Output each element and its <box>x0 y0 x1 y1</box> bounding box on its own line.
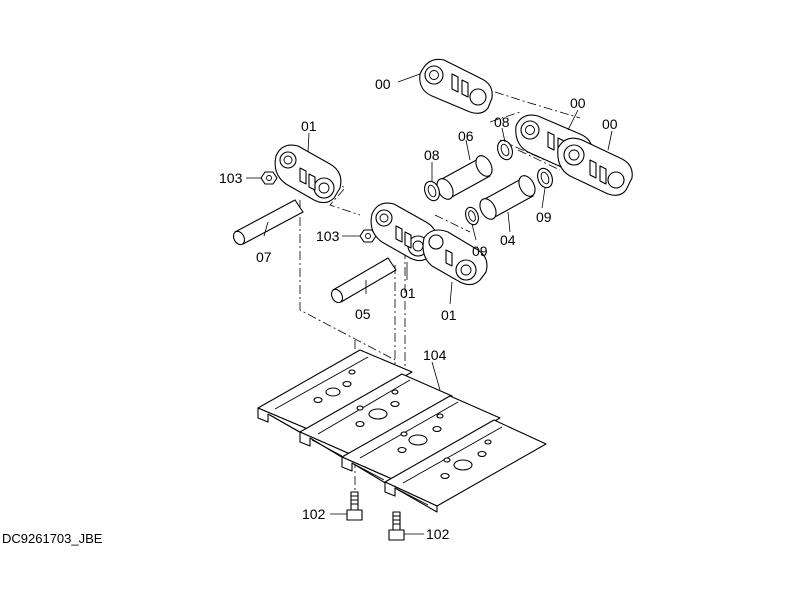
track-shoes-104 <box>257 349 547 513</box>
track-link-00-right-b <box>557 137 633 196</box>
label-seal-08-left: 08 <box>424 147 440 163</box>
label-link-01-left: 01 <box>301 118 317 134</box>
label-pin-05: 05 <box>355 306 371 322</box>
label-bushing-04: 04 <box>500 232 516 248</box>
label-bolt-102-right: 102 <box>426 526 450 542</box>
bushing-04 <box>479 175 536 220</box>
label-nut-103-mid: 103 <box>316 228 340 244</box>
label-seal-09-right: 09 <box>536 209 552 225</box>
seal-09-left <box>465 206 479 226</box>
label-link-00-right-a: 00 <box>570 95 586 111</box>
track-link-01-left <box>274 144 342 204</box>
track-link-01-mid-b <box>422 229 488 286</box>
label-bolt-102-left: 102 <box>302 506 326 522</box>
part-labels: 00 00 00 01 01 01 06 04 07 05 08 08 09 0… <box>219 76 618 542</box>
pin-05 <box>330 257 397 304</box>
label-pin-07: 07 <box>256 249 272 265</box>
label-bushing-06: 06 <box>458 128 474 144</box>
label-seal-09-left: 09 <box>472 243 488 259</box>
drawing-code: DC9261703_JBE <box>2 531 103 546</box>
label-nut-103-left: 103 <box>219 170 243 186</box>
label-link-01-mid-b: 01 <box>441 307 457 323</box>
bolt-102-left <box>346 491 363 521</box>
seal-09-right <box>537 167 553 189</box>
bolt-102-right <box>388 511 405 541</box>
seal-08-left <box>424 180 440 202</box>
pin-07 <box>232 199 304 246</box>
label-link-00-top: 00 <box>375 76 391 92</box>
label-link-01-mid-a: 01 <box>400 285 416 301</box>
leader-lines <box>246 73 613 535</box>
track-link-00-top <box>419 58 493 114</box>
seal-08-right <box>497 139 513 161</box>
nut-103-left <box>260 171 278 185</box>
label-shoe-104: 104 <box>423 347 447 363</box>
bushing-06 <box>436 155 493 200</box>
label-link-00-right-b: 00 <box>602 116 618 132</box>
label-seal-08-right: 08 <box>494 114 510 130</box>
